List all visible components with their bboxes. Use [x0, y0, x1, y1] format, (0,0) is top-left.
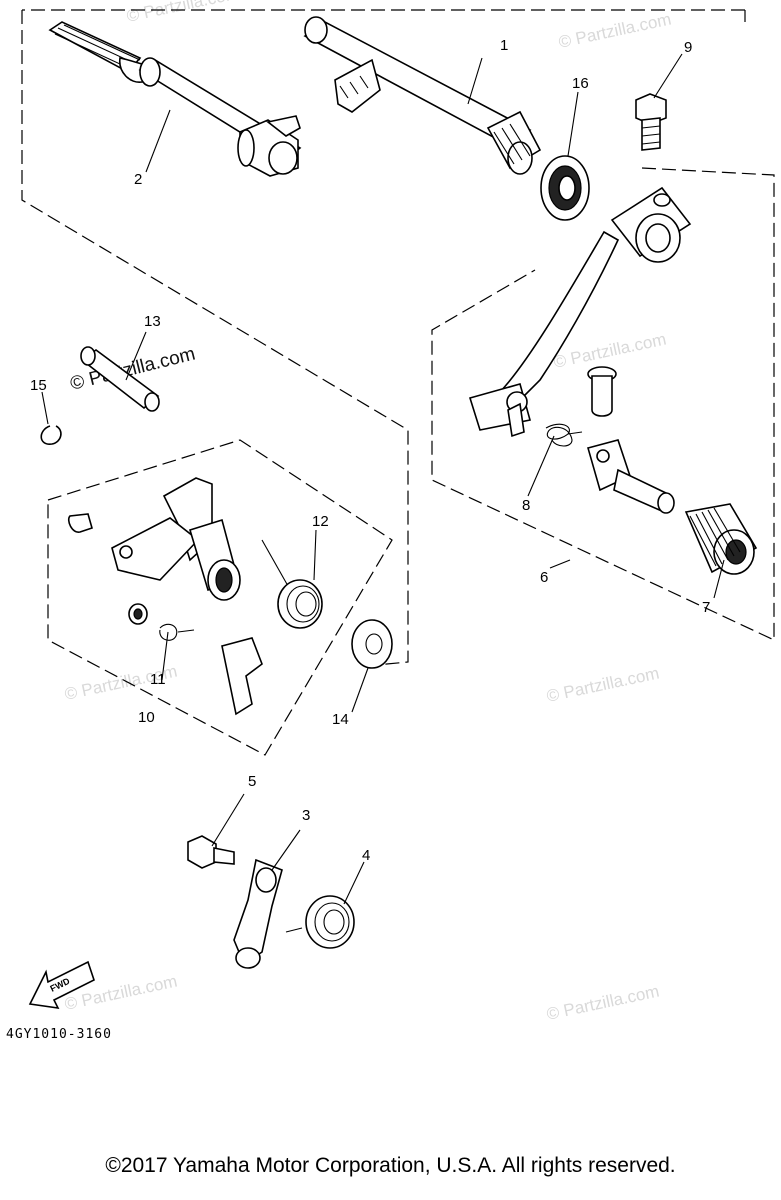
part-shift-lever [67, 477, 241, 601]
callout-6: 6 [540, 569, 548, 586]
part-circlip [40, 425, 62, 445]
part-pedal-pivot [587, 439, 675, 514]
part-stopper-spring [285, 895, 355, 949]
group-outlines [21, 9, 775, 756]
callout-2: 2 [134, 171, 142, 188]
watermark: © Partzilla.com [545, 982, 661, 1024]
callout-15: 15 [30, 377, 47, 394]
part-oil-seal [540, 155, 590, 221]
part-torsion-spring [261, 539, 323, 629]
callout-12: 12 [312, 513, 329, 530]
callout-3: 3 [302, 807, 310, 824]
part-stopper-plate [221, 637, 263, 716]
outline-shift-pedal [431, 167, 775, 641]
callout-11: 11 [150, 671, 166, 688]
outline-shift-shaft-assembly [21, 9, 745, 667]
callouts: 1 2 3 4 5 6 7 8 9 10 11 12 13 14 15 16 [30, 37, 710, 864]
part-pedal-spring [545, 423, 583, 447]
part-pedal-rubber [684, 503, 758, 575]
watermark: © Partzilla.com [557, 10, 673, 52]
callout-16: 16 [572, 75, 589, 92]
watermark: © Partzilla.com [552, 330, 668, 372]
part-stopper-lever [233, 858, 283, 969]
part-bolt-stopper [187, 835, 235, 869]
part-shift-shaft-main [303, 16, 542, 175]
callout-1: 1 [500, 37, 508, 54]
leader-lines [41, 53, 725, 905]
callout-8: 8 [522, 497, 530, 514]
callout-9: 9 [684, 39, 692, 56]
part-pedal-pin [587, 366, 617, 417]
copyright-notice: ©2017 Yamaha Motor Corporation, U.S.A. A… [105, 1154, 676, 1177]
watermark: © Partzilla.com [545, 664, 661, 706]
callout-7: 7 [702, 599, 710, 616]
part-pin [80, 346, 160, 412]
callout-13: 13 [144, 313, 161, 330]
diagram-code: 4GY1010-3160 [6, 1027, 112, 1042]
fwd-arrow: FWD [28, 960, 95, 1010]
callout-14: 14 [332, 711, 349, 728]
outline-shift-lever-assembly [47, 439, 393, 756]
part-shift-pedal [468, 186, 692, 438]
watermarks: © Partzilla.com © Partzilla.com © Partzi… [63, 0, 673, 1024]
watermark: © Partzilla.com [125, 0, 241, 26]
part-bolt-pedal [635, 93, 667, 151]
callout-4: 4 [362, 847, 370, 864]
callout-5: 5 [248, 773, 256, 790]
part-washer [351, 619, 393, 669]
part-small-spring [128, 603, 195, 641]
part-shift-shaft [48, 21, 302, 177]
callout-10: 10 [138, 709, 155, 726]
